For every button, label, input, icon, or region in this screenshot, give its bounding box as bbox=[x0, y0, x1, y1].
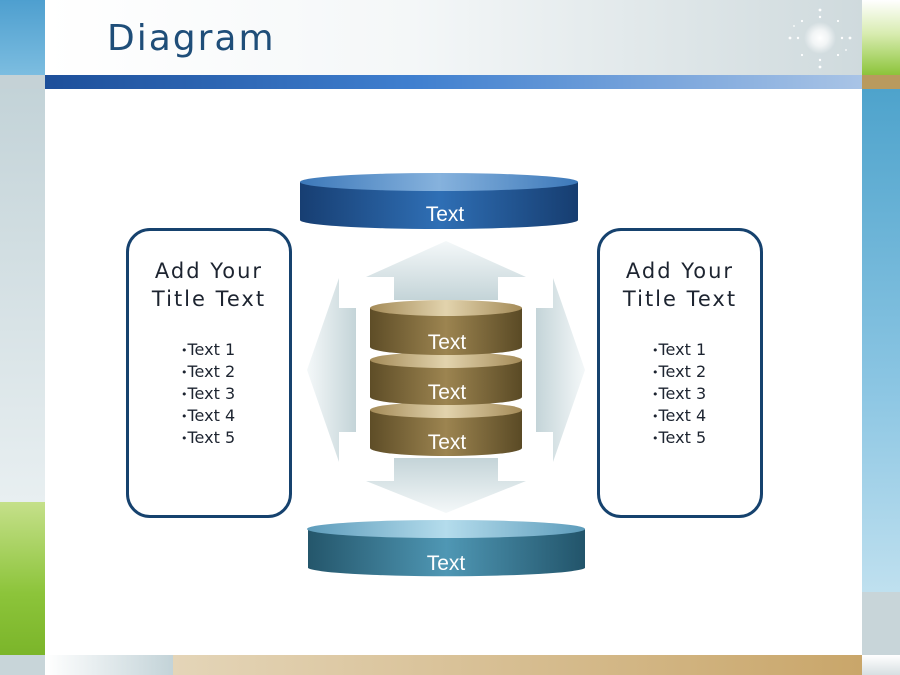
frame-right-strip-top bbox=[862, 75, 900, 89]
arrow-down bbox=[366, 458, 526, 513]
list-item: Text 4 bbox=[181, 405, 236, 427]
arrow-right bbox=[536, 278, 585, 462]
list-item: Text 3 bbox=[181, 383, 236, 405]
right-panel-list: Text 1 Text 2 Text 3 Text 4 Text 5 bbox=[652, 339, 707, 449]
frame-bottom-left-block bbox=[0, 655, 45, 675]
list-item: Text 1 bbox=[652, 339, 707, 361]
frame-left-column bbox=[0, 89, 45, 502]
bottom-disc: Text bbox=[307, 520, 585, 577]
stack-layer-3: Text bbox=[370, 402, 522, 456]
right-panel: Add Your Title Text Text 1 Text 2 Text 3… bbox=[597, 228, 763, 518]
arrow-left bbox=[307, 278, 356, 462]
stack-label-3: Text bbox=[428, 431, 467, 454]
frame-left-strip-top bbox=[0, 75, 45, 89]
list-item: Text 5 bbox=[652, 427, 707, 449]
frame-bottom-mid-block bbox=[45, 655, 173, 675]
list-item: Text 4 bbox=[652, 405, 707, 427]
stack-label-2: Text bbox=[428, 381, 467, 404]
frame-left-green-block bbox=[0, 502, 45, 655]
frame-bottom-bar bbox=[173, 655, 862, 675]
bottom-disc-label: Text bbox=[427, 552, 466, 575]
sparkle-icon bbox=[788, 8, 852, 69]
frame-right-bottom-block bbox=[862, 592, 900, 655]
frame-bottom-right-block bbox=[862, 655, 900, 675]
frame-header-band bbox=[45, 0, 862, 75]
frame-right-column bbox=[862, 89, 900, 592]
list-item: Text 5 bbox=[181, 427, 236, 449]
frame-accent-bar bbox=[45, 75, 862, 89]
left-panel-list: Text 1 Text 2 Text 3 Text 4 Text 5 bbox=[181, 339, 236, 449]
list-item: Text 2 bbox=[181, 361, 236, 383]
frame-top-right-block bbox=[862, 0, 900, 75]
right-panel-title-line1: Add Your bbox=[625, 259, 735, 283]
left-panel-title: Add Your Title Text bbox=[129, 257, 289, 313]
frame-top-left-block bbox=[0, 0, 45, 75]
arrow-up bbox=[366, 241, 526, 300]
list-item: Text 2 bbox=[652, 361, 707, 383]
stack-layer-2: Text bbox=[370, 352, 522, 405]
left-panel-title-line2: Title Text bbox=[151, 287, 267, 311]
top-disc: Text bbox=[300, 173, 578, 229]
right-panel-title-line2: Title Text bbox=[622, 287, 738, 311]
left-panel: Add Your Title Text Text 1 Text 2 Text 3… bbox=[126, 228, 292, 518]
right-panel-title: Add Your Title Text bbox=[600, 257, 760, 313]
left-panel-title-line1: Add Your bbox=[154, 259, 264, 283]
list-item: Text 3 bbox=[652, 383, 707, 405]
stack-label-1: Text bbox=[428, 331, 467, 354]
top-disc-label: Text bbox=[426, 203, 465, 226]
stack-layer-1: Text bbox=[370, 300, 522, 355]
slide-title: Diagram bbox=[107, 18, 276, 59]
list-item: Text 1 bbox=[181, 339, 236, 361]
